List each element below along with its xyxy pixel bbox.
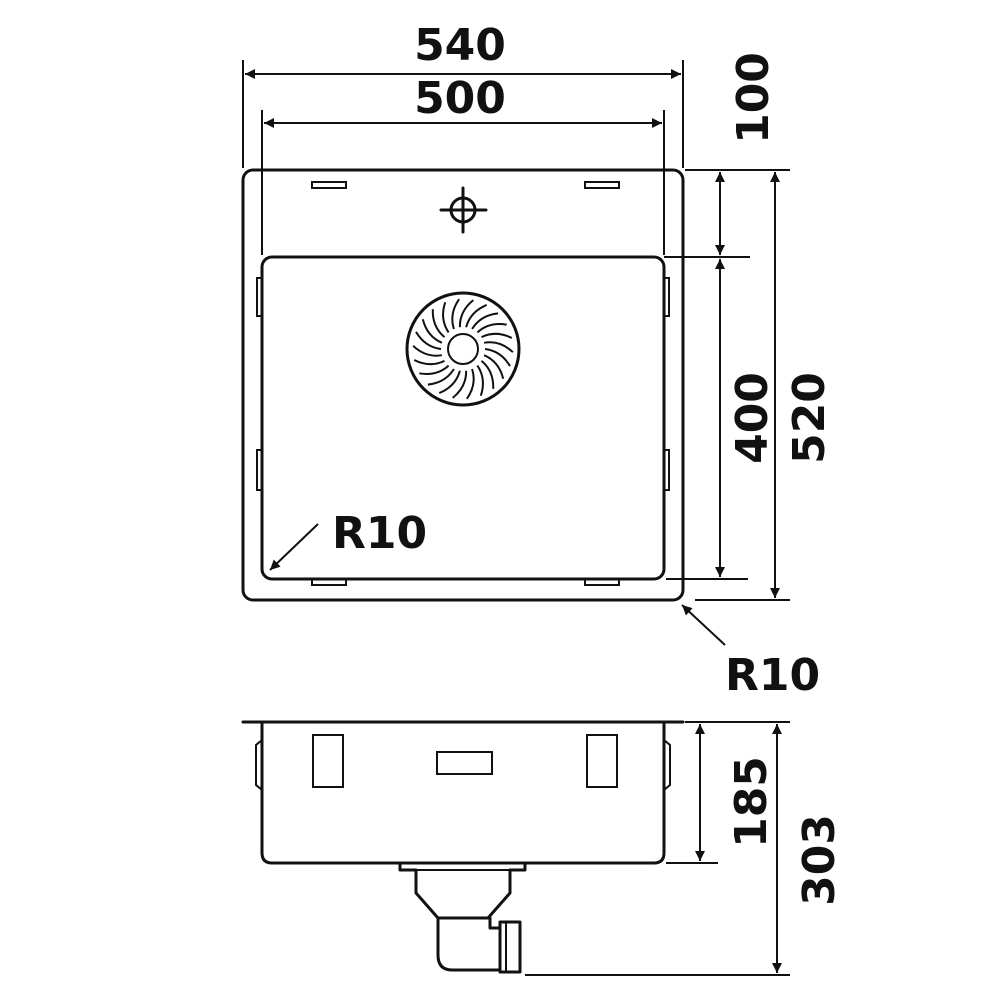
dimension-label-540: 540 bbox=[414, 20, 506, 71]
radius-leader-outer bbox=[681, 604, 726, 646]
bowl-outline bbox=[260, 255, 666, 581]
fixing-slot bbox=[311, 181, 347, 189]
side-clip bbox=[663, 449, 670, 491]
strainer-slot bbox=[483, 341, 514, 353]
strainer-slot bbox=[427, 368, 455, 386]
waste-pipe-icon bbox=[398, 861, 527, 974]
strainer-slot bbox=[419, 364, 450, 375]
radius-label-outer: R10 bbox=[725, 650, 820, 701]
side-tab bbox=[663, 739, 671, 791]
radius-label-inner: R10 bbox=[332, 508, 427, 559]
dimension-label-500: 500 bbox=[414, 73, 506, 124]
strainer-slot bbox=[476, 365, 484, 397]
strainer-slot bbox=[442, 301, 450, 333]
strainer-slot bbox=[483, 354, 505, 379]
strainer-slot bbox=[481, 332, 513, 339]
dimension-label-303: 303 bbox=[794, 814, 845, 906]
strainer-slot bbox=[412, 345, 443, 357]
top-view: 540 500 100 400 520 R10 R10 bbox=[241, 20, 835, 701]
side-clip bbox=[256, 277, 263, 317]
sink-outer-outline bbox=[241, 168, 685, 602]
side-clip bbox=[663, 277, 670, 317]
fixing-slot bbox=[311, 578, 347, 586]
strainer-slot bbox=[465, 303, 488, 328]
strainer-slot bbox=[451, 298, 460, 330]
dimension-label-520: 520 bbox=[784, 372, 835, 464]
strainer-slot bbox=[421, 319, 443, 344]
strainer-slot bbox=[452, 370, 468, 399]
side-view: 185 303 bbox=[241, 720, 845, 976]
strainer-slot bbox=[413, 359, 445, 366]
mounting-clip bbox=[312, 734, 344, 788]
mounting-clip bbox=[586, 734, 618, 788]
radius-leader-inner bbox=[269, 523, 319, 571]
strainer-slot bbox=[458, 299, 474, 328]
dimension-label-100: 100 bbox=[728, 52, 779, 144]
dimension-label-400: 400 bbox=[727, 372, 778, 464]
strainer-slot bbox=[438, 370, 461, 395]
dimension-label-185: 185 bbox=[726, 756, 777, 848]
bowl-body-outline bbox=[260, 720, 666, 865]
strainer-slot bbox=[480, 360, 495, 389]
fixing-slot bbox=[584, 578, 620, 586]
strainer-slot bbox=[471, 312, 499, 330]
side-clip bbox=[256, 449, 263, 491]
strainer-slot bbox=[415, 331, 442, 350]
fixing-slot bbox=[584, 181, 620, 189]
overflow-slot bbox=[436, 751, 493, 775]
strainer-slot bbox=[431, 309, 446, 338]
strainer-slot bbox=[476, 323, 507, 334]
strainer-slot bbox=[484, 348, 511, 367]
drain-strainer-icon bbox=[405, 291, 521, 407]
strainer-slot bbox=[466, 368, 475, 400]
side-tab bbox=[255, 739, 263, 791]
tap-hole-icon bbox=[439, 186, 488, 234]
